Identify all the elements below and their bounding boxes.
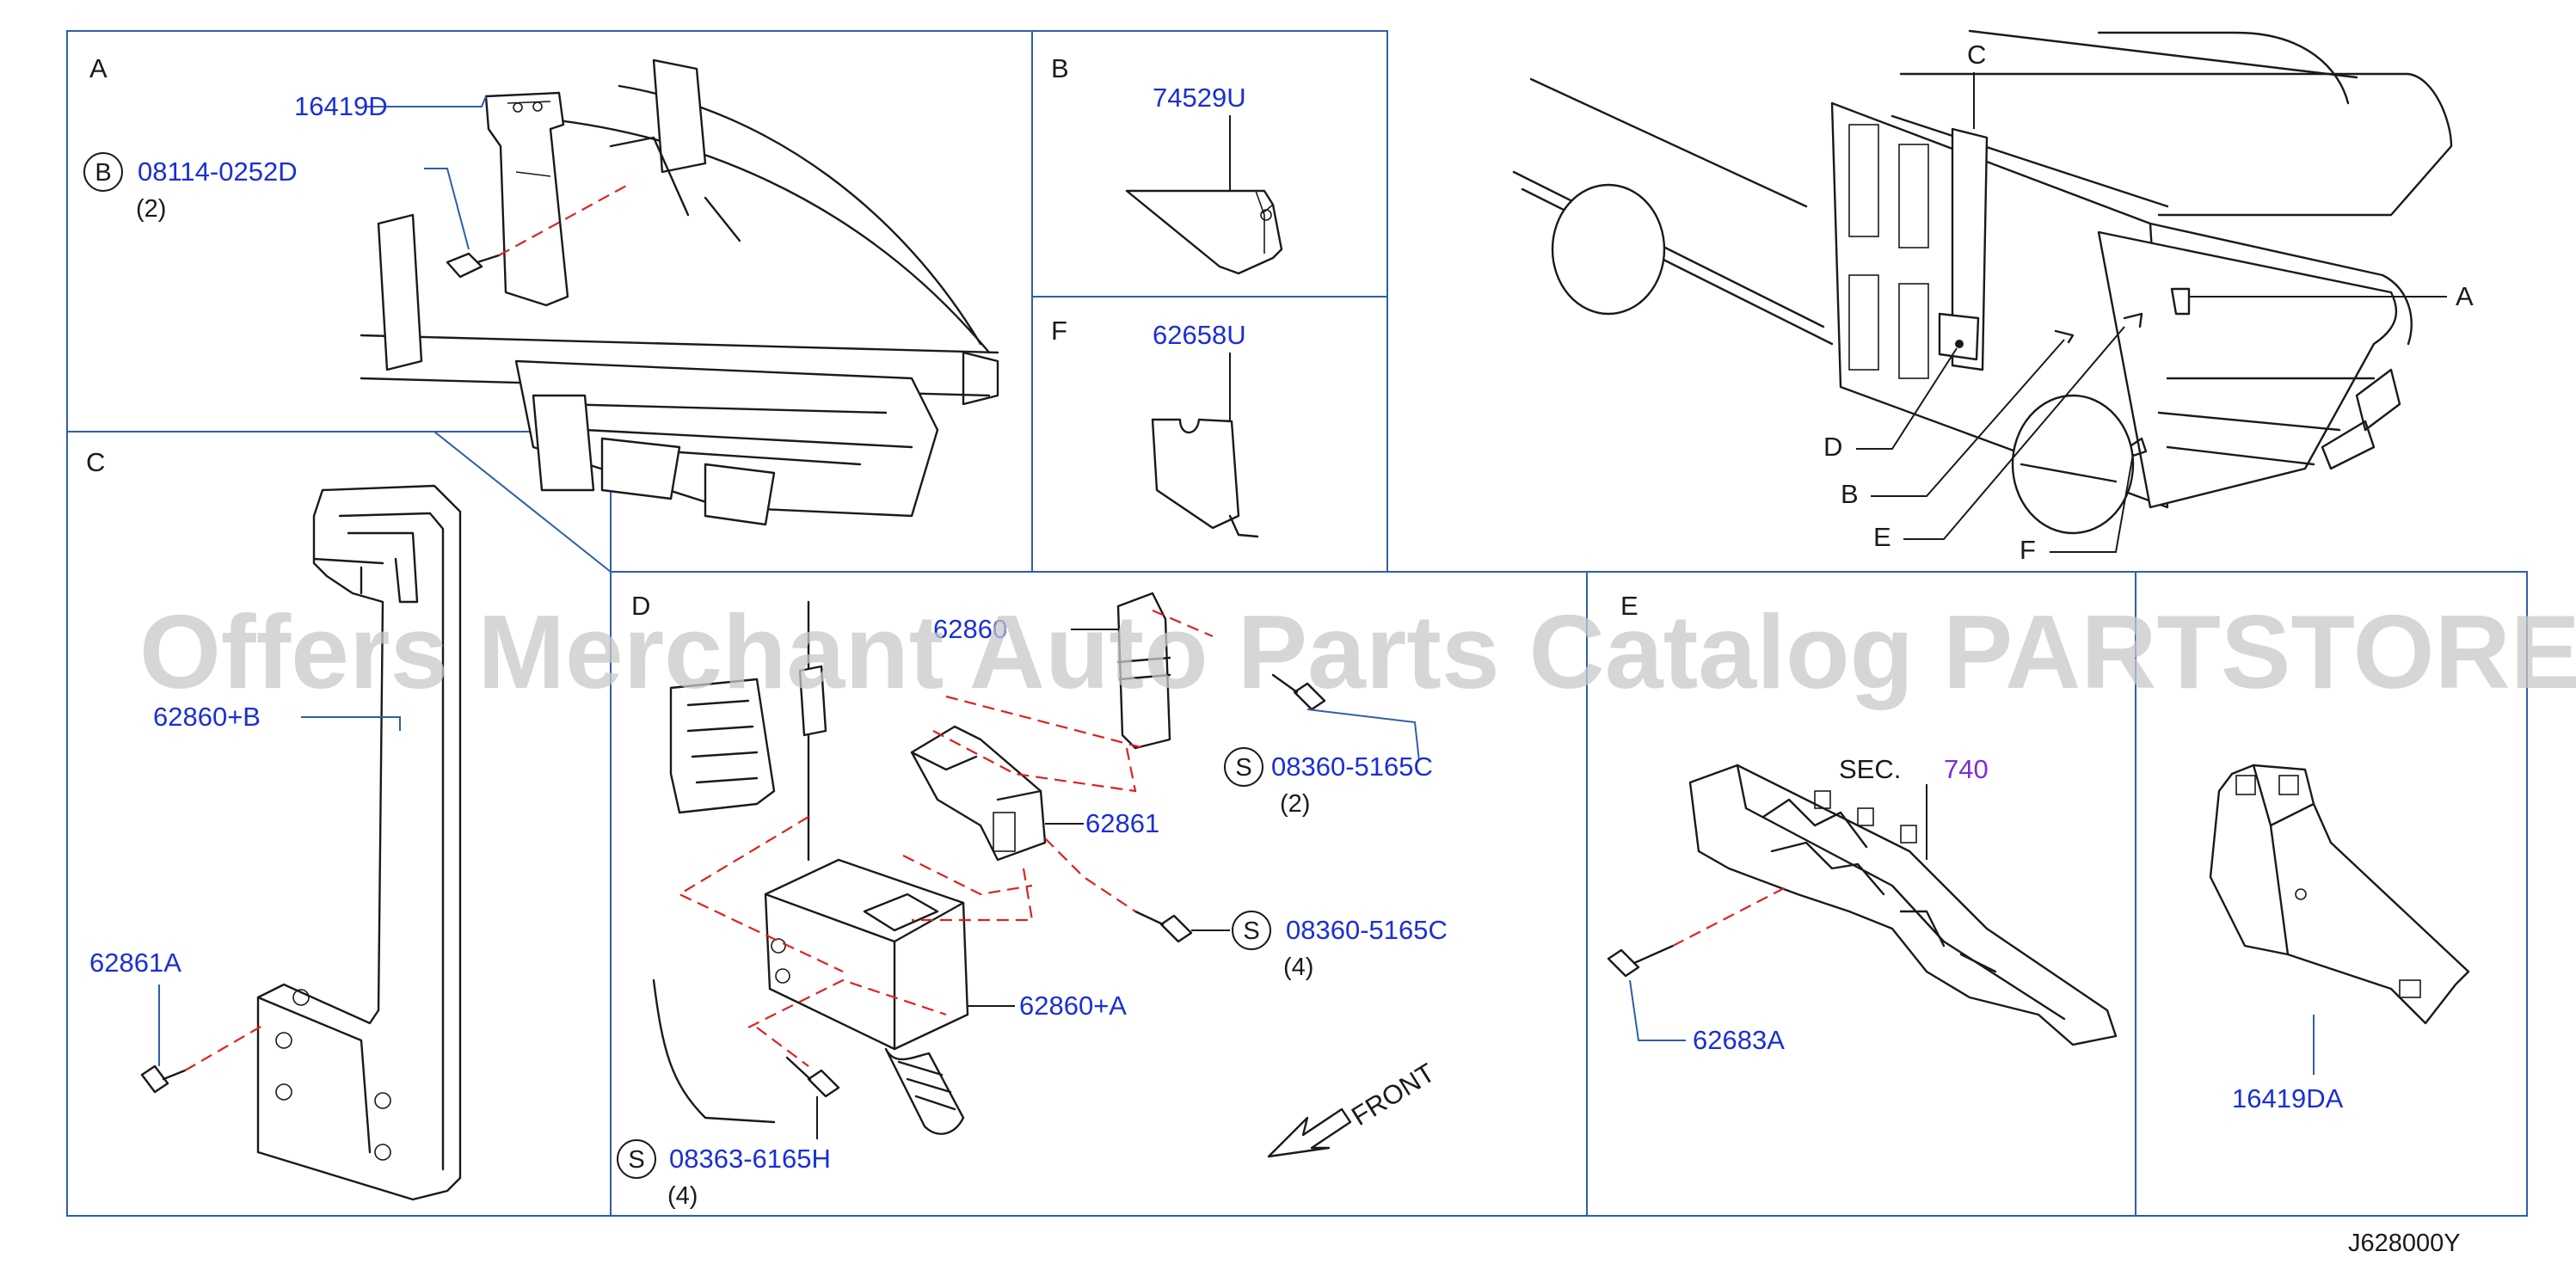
sensor-62860[interactable] bbox=[1116, 592, 1171, 750]
bolt-08114[interactable] bbox=[446, 252, 483, 279]
quantity-08360-lower: (4) bbox=[1283, 954, 1313, 981]
frame-g bbox=[2135, 571, 2528, 1217]
symbol-s3-circle bbox=[617, 1139, 656, 1179]
section-ref-label: SEC. bbox=[1839, 754, 1901, 784]
harness-cover-62860b[interactable] bbox=[256, 484, 462, 1201]
part-number-74529u[interactable]: 74529U bbox=[1153, 83, 1246, 113]
part-number-16419d[interactable]: 16419D bbox=[294, 91, 388, 121]
symbol-s1-text: S bbox=[1235, 754, 1251, 782]
section-ref-740[interactable]: 740 bbox=[1944, 754, 1989, 784]
harness-protector-sec740[interactable] bbox=[1688, 764, 2118, 1046]
callout-c: C bbox=[1967, 40, 1986, 70]
section-d-drawing bbox=[652, 592, 1352, 1158]
part-number-08360-5165c-lower[interactable]: 08360-5165C bbox=[1286, 915, 1448, 945]
callout-e: E bbox=[1873, 522, 1891, 552]
part-number-62860b[interactable]: 62860+B bbox=[153, 702, 261, 732]
part-number-16419da[interactable]: 16419DA bbox=[2232, 1083, 2344, 1113]
part-number-62861[interactable]: 62861 bbox=[1085, 808, 1159, 838]
section-b-drawing bbox=[1125, 189, 1283, 275]
part-number-62860a[interactable]: 62860+A bbox=[1019, 991, 1127, 1021]
section-f-drawing bbox=[1151, 418, 1259, 538]
part-number-62860[interactable]: 62860 bbox=[933, 614, 1007, 644]
symbol-s3-text: S bbox=[628, 1146, 644, 1174]
section-c-label: C bbox=[86, 447, 105, 477]
bracket-16419da[interactable] bbox=[2209, 764, 2470, 1025]
part-number-08114-0252d[interactable]: 08114-0252D bbox=[138, 156, 298, 187]
section-c-drawing bbox=[140, 484, 462, 1201]
symbol-s2-text: S bbox=[1243, 917, 1259, 945]
symbol-s1-circle bbox=[1224, 747, 1263, 787]
bracket-74529u[interactable] bbox=[1125, 189, 1283, 275]
section-f-label: F bbox=[1051, 316, 1067, 346]
part-number-62683a[interactable]: 62683A bbox=[1693, 1025, 1785, 1055]
bolt-62861a[interactable] bbox=[140, 1064, 169, 1094]
control-unit-62860a[interactable] bbox=[764, 858, 969, 1051]
panel-frames bbox=[66, 30, 2528, 1217]
quantity-08114: (2) bbox=[136, 195, 166, 223]
symbol-b-circle bbox=[83, 152, 123, 192]
section-e-drawing bbox=[1607, 764, 2118, 1046]
bracket-62861[interactable] bbox=[910, 725, 1047, 862]
part-number-62658u[interactable]: 62658U bbox=[1153, 320, 1246, 350]
part-number-08360-5165c-upper[interactable]: 08360-5165C bbox=[1271, 751, 1433, 782]
front-label: FRONT bbox=[1346, 1058, 1440, 1132]
bracket-16419d[interactable] bbox=[484, 91, 569, 307]
section-a-drawing bbox=[360, 58, 999, 526]
quantity-08360-upper: (2) bbox=[1280, 790, 1310, 818]
bolt-08360-upper[interactable] bbox=[1293, 682, 1326, 711]
diagram-code: J628000Y bbox=[2348, 1230, 2461, 1257]
section-g-drawing bbox=[2209, 764, 2470, 1025]
callout-f: F bbox=[2020, 535, 2036, 565]
frame-a bbox=[66, 30, 1388, 432]
part-number-62861a[interactable]: 62861A bbox=[89, 948, 181, 978]
section-a-label: A bbox=[89, 53, 108, 83]
quantity-08363: (4) bbox=[667, 1182, 698, 1210]
callout-b: B bbox=[1841, 479, 1859, 509]
symbol-b-text: B bbox=[95, 159, 111, 187]
frame-a-slant bbox=[433, 431, 612, 573]
plate-62658u[interactable] bbox=[1151, 418, 1240, 530]
section-e-label: E bbox=[1620, 591, 1638, 621]
part-number-08363-6165h[interactable]: 08363-6165H bbox=[669, 1144, 831, 1174]
symbol-s2-circle bbox=[1232, 911, 1271, 950]
vehicle-overview bbox=[1512, 29, 2453, 535]
section-d-label: D bbox=[631, 591, 650, 621]
callout-a: A bbox=[2456, 281, 2474, 311]
bolt-62683a[interactable] bbox=[1607, 948, 1640, 978]
bolt-08360-lower[interactable] bbox=[1159, 914, 1193, 943]
bolt-08363[interactable] bbox=[807, 1069, 840, 1098]
front-arrow bbox=[1267, 1107, 1352, 1158]
callout-d: D bbox=[1823, 432, 1842, 462]
watermark-text: Offers Merchant Auto Parts Catalog PARTS… bbox=[139, 593, 2576, 710]
section-b-label: B bbox=[1051, 53, 1069, 83]
